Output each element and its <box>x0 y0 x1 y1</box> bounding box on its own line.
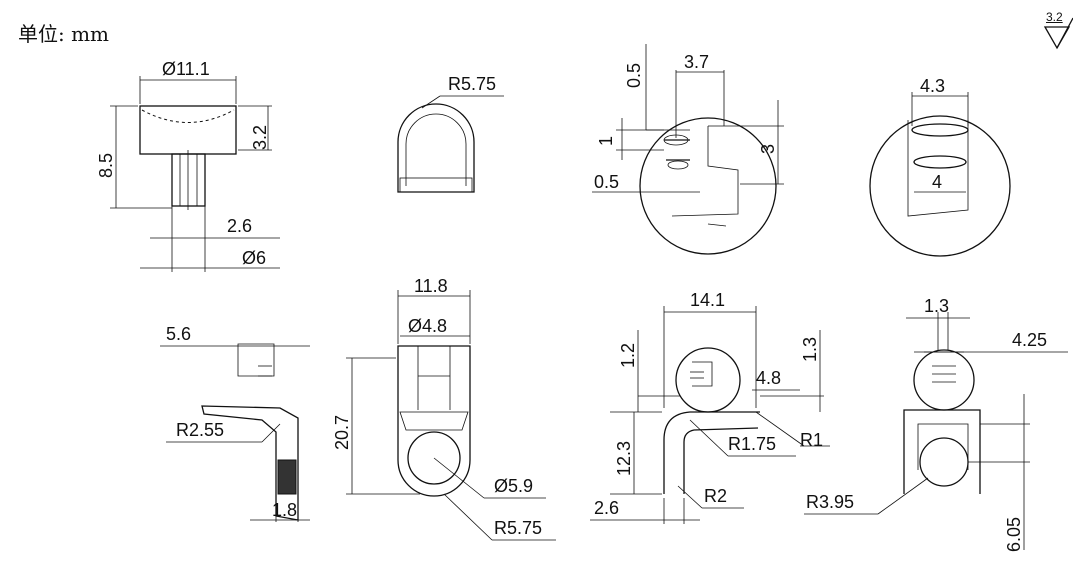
dim-radius-1-75: R1.75 <box>728 434 776 454</box>
dim-4: 4 <box>932 172 942 192</box>
dim-radius-5-75-bottom: R5.75 <box>494 518 542 538</box>
dim-12-3: 12.3 <box>614 441 634 476</box>
dim-1-8: 1.8 <box>272 500 297 520</box>
dim-diameter-6: Ø6 <box>242 248 266 268</box>
dim-diameter-5-9: Ø5.9 <box>494 476 533 496</box>
dim-5-6: 5.6 <box>166 324 191 344</box>
dim-radius-2: R2 <box>704 486 727 506</box>
dim-1-3-horizontal: 1.3 <box>924 296 949 316</box>
view-cap-front: R5.75 <box>397 74 504 193</box>
dim-6-05: 6.05 <box>1004 517 1024 552</box>
dim-1-3-vertical: 1.3 <box>800 337 820 362</box>
view-detail-a: 0.5 3.7 1 3 0.5 <box>592 44 784 255</box>
view-detail-b: 4.3 4 <box>869 76 1011 257</box>
dim-diameter-4-8: Ø4.8 <box>408 316 447 336</box>
dim-3: 3 <box>758 144 778 154</box>
dim-1-2: 1.2 <box>618 343 638 368</box>
dim-0-5-bottom: 0.5 <box>594 172 619 192</box>
dim-4-25: 4.25 <box>1012 330 1047 350</box>
dim-20-7: 20.7 <box>332 415 352 450</box>
dim-diameter-2-6: 2.6 <box>227 216 252 236</box>
dim-8-5: 8.5 <box>96 153 116 178</box>
dim-radius-5-75-top: R5.75 <box>448 74 496 94</box>
dim-1: 1 <box>596 136 616 146</box>
dim-radius-3-95: R3.95 <box>806 492 854 512</box>
dim-4-3: 4.3 <box>920 76 945 96</box>
surface-finish-value: 3.2 <box>1046 10 1063 24</box>
dim-radius-1: R1 <box>800 430 823 450</box>
view-bracket-side: 14.1 1.2 1.3 4.8 12.3 R1.75 R1 R2 2.6 <box>590 290 830 524</box>
dim-radius-2-55: R2.55 <box>176 420 224 440</box>
dim-11-8: 11.8 <box>414 276 448 296</box>
surface-finish-symbol <box>1043 17 1073 50</box>
view-hook-front: 11.8 Ø4.8 20.7 Ø5.9 R5.75 <box>332 276 556 541</box>
view-pin-side: Ø11.1 8.5 3.2 2.6 Ø6 <box>96 59 280 272</box>
dim-2-6: 2.6 <box>594 498 619 518</box>
dim-3-7: 3.7 <box>684 52 709 72</box>
unit-label: 单位: mm <box>18 22 110 46</box>
dim-3-2: 3.2 <box>250 125 270 150</box>
dim-diameter-11-1: Ø11.1 <box>162 59 210 79</box>
dim-14-1: 14.1 <box>690 290 725 310</box>
dim-4-8: 4.8 <box>756 368 781 388</box>
view-hook-end: 1.3 4.25 R3.95 6.05 <box>804 296 1068 552</box>
view-bracket-section: 5.6 R2.55 1.8 <box>160 324 310 522</box>
dim-0-5-top: 0.5 <box>624 63 644 88</box>
